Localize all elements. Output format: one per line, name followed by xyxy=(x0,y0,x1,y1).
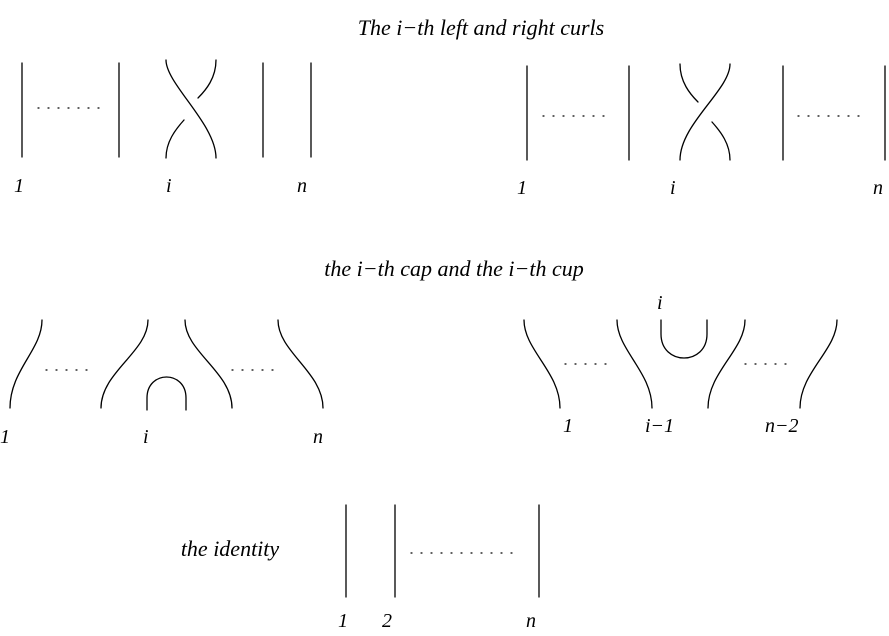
label-n-minus-2: n−2 xyxy=(765,415,799,437)
label-i: i xyxy=(166,175,172,197)
label-i: i xyxy=(143,426,149,448)
label-i-minus-1: i−1 xyxy=(645,415,674,437)
cap-diagram: 1 i n xyxy=(0,319,324,448)
crossing-under-strand-top xyxy=(679,63,699,103)
strand-1 xyxy=(9,319,43,409)
strand-1 xyxy=(523,319,561,409)
label-n: n xyxy=(526,610,536,631)
label-n: n xyxy=(873,177,883,199)
strand-n-2 xyxy=(799,319,838,409)
crossing-under-strand-bottom xyxy=(165,119,185,159)
crossing-under-strand-top xyxy=(197,59,217,99)
cup-arc xyxy=(660,319,708,359)
strand xyxy=(184,319,233,409)
right-curl-diagram: 1 i n xyxy=(517,63,886,199)
crossing-under-strand-bottom xyxy=(711,121,731,161)
label-n: n xyxy=(313,426,323,448)
label-i: i xyxy=(657,292,663,314)
identity-diagram: 1 2 n xyxy=(338,504,540,632)
cap-cup-title: the i−th cap and the i−th cup xyxy=(324,256,583,281)
crossing-over-strand xyxy=(165,59,217,159)
cap-arc xyxy=(146,376,187,411)
left-curl-diagram: 1 i n xyxy=(14,59,312,197)
label-i: i xyxy=(670,177,676,199)
crossing-over-strand xyxy=(679,63,731,161)
label-1: 1 xyxy=(517,177,527,199)
identity-title: the identity xyxy=(181,536,280,561)
strand xyxy=(616,319,653,409)
label-1: 1 xyxy=(0,426,10,448)
label-1: 1 xyxy=(14,175,24,197)
cup-diagram: i 1 i−1 n−2 xyxy=(523,292,838,437)
strand xyxy=(100,319,149,409)
strand-n xyxy=(277,319,324,409)
curls-title: The i−th left and right curls xyxy=(358,15,604,40)
strand xyxy=(707,319,746,409)
label-n: n xyxy=(297,175,307,197)
label-2: 2 xyxy=(382,610,392,631)
label-1: 1 xyxy=(563,415,573,437)
label-1: 1 xyxy=(338,610,348,631)
